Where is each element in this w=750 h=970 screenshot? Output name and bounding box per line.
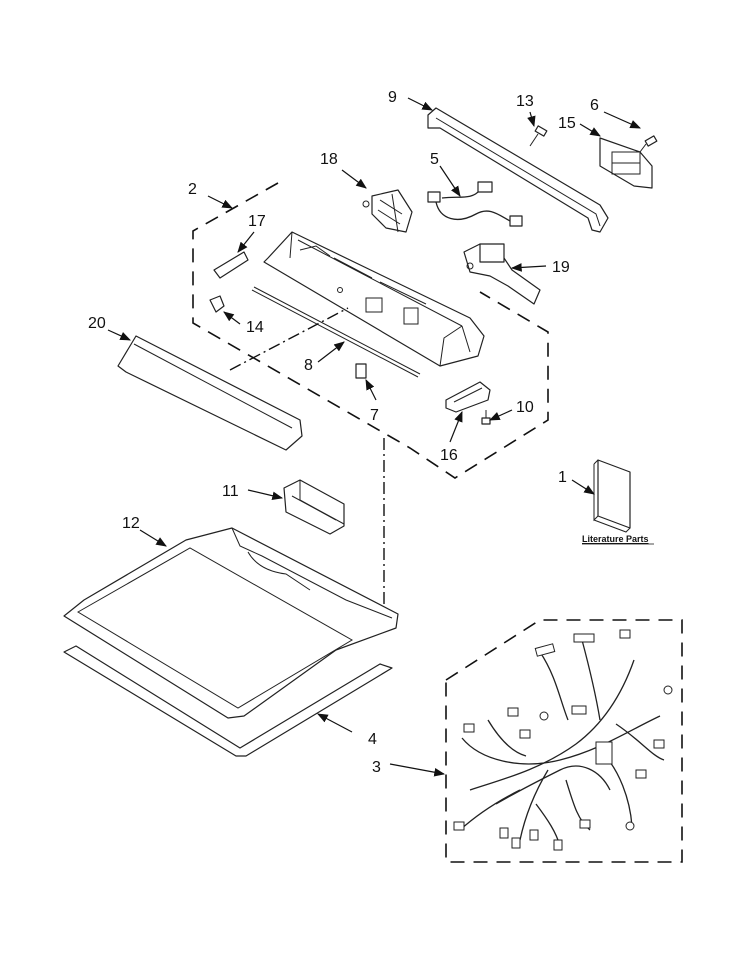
clip-7-part	[355, 363, 367, 379]
literature-caption: Literature Parts	[582, 534, 649, 544]
label-4: 4	[368, 731, 377, 748]
wire-harness-part	[453, 629, 673, 851]
top-panel-part	[63, 527, 399, 719]
clip-14-part	[209, 295, 225, 313]
label-20: 20	[88, 315, 106, 332]
leader-11	[247, 489, 284, 500]
switch-bracket-part	[463, 243, 541, 305]
label-18: 18	[320, 151, 338, 168]
leader-14	[223, 311, 241, 325]
leader-9	[407, 97, 433, 111]
console-cap-part	[117, 335, 303, 451]
leader-20	[107, 329, 131, 341]
leader-17	[237, 231, 255, 253]
literature-book	[593, 459, 631, 533]
label-13: 13	[516, 93, 534, 110]
label-1: 1	[558, 469, 567, 486]
leader-7	[365, 379, 377, 401]
leader-10	[489, 409, 513, 421]
screw-10-part	[481, 410, 491, 425]
harness-box	[445, 619, 683, 863]
label-5: 5	[430, 151, 439, 168]
label-8: 8	[304, 357, 313, 374]
leader-4	[317, 713, 353, 733]
label-17: 17	[248, 213, 266, 230]
leader-12	[139, 529, 167, 547]
module-11-part	[283, 479, 345, 535]
leader-18	[341, 169, 367, 189]
top-liner-part	[63, 645, 393, 757]
control-board-part	[362, 189, 413, 233]
alignment-line-a	[229, 307, 349, 371]
label-10: 10	[516, 399, 534, 416]
leader-3	[389, 763, 446, 777]
label-2: 2	[188, 181, 197, 198]
switch-harness-part	[427, 181, 523, 227]
label-12: 12	[122, 515, 140, 532]
label-7: 7	[370, 407, 379, 424]
ui-bracket-part	[599, 137, 653, 189]
clip-17-part	[213, 251, 249, 279]
screw-6-part	[639, 135, 658, 153]
leader-1	[571, 479, 595, 495]
screw-part	[529, 125, 548, 147]
bracket-16-part	[445, 381, 491, 413]
label-19: 19	[552, 259, 570, 276]
leader-16	[449, 410, 463, 443]
leader-2	[207, 195, 233, 209]
leader-19	[510, 263, 547, 272]
leader-13	[527, 111, 536, 128]
console-assembly-outline	[192, 182, 549, 479]
label-16: 16	[440, 447, 458, 464]
label-15: 15	[558, 115, 576, 132]
label-11: 11	[222, 483, 239, 500]
leader-15	[579, 123, 601, 137]
label-14: 14	[246, 319, 264, 336]
gasket-strip-part	[253, 286, 421, 375]
label-6: 6	[590, 97, 599, 114]
label-3: 3	[372, 759, 381, 776]
leader-5	[439, 165, 461, 197]
label-9: 9	[388, 89, 397, 106]
console-panel-part	[263, 231, 485, 367]
leader-6	[603, 111, 641, 129]
console-trim-part	[427, 107, 609, 233]
leader-8	[317, 341, 345, 363]
